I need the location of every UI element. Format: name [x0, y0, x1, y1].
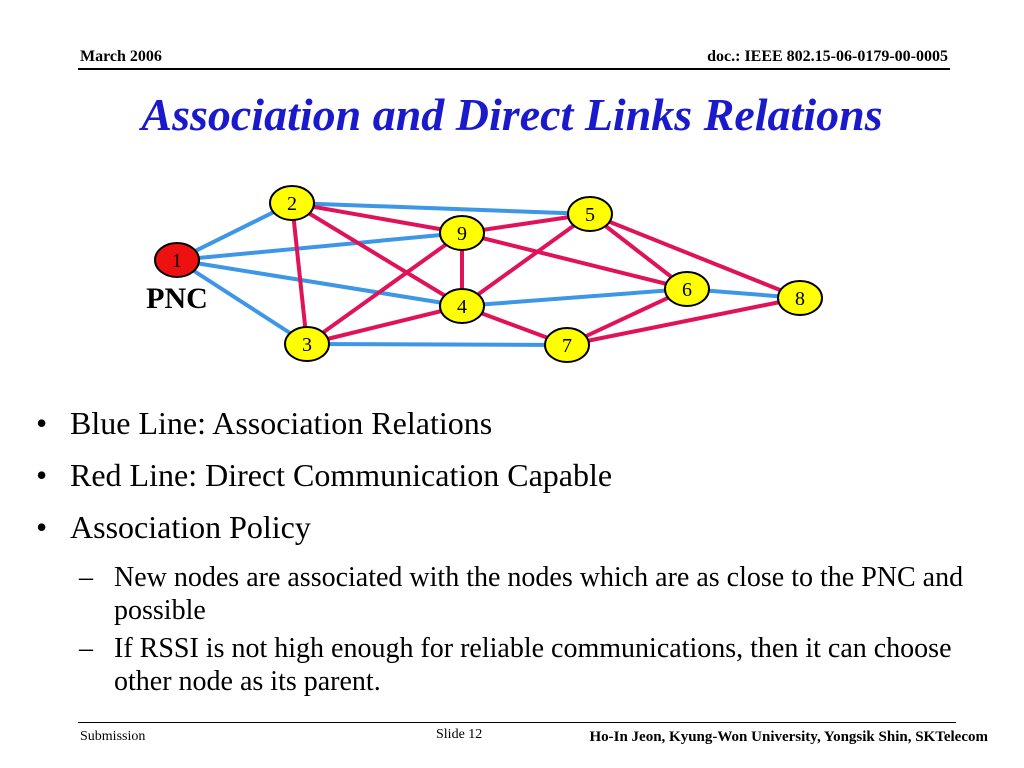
node-circle: [154, 242, 200, 278]
sub-bullet-text: New nodes are associated with the nodes …: [114, 562, 964, 626]
direct-link-2-3: [290, 202, 309, 345]
direct-link-5-8: [589, 212, 801, 300]
node-8: 8: [777, 280, 823, 316]
node-circle: [567, 196, 613, 232]
bullet-marker: •: [36, 405, 48, 441]
node-circle: [269, 185, 315, 221]
sub-bullet-marker: –: [79, 562, 93, 593]
header-rule: [78, 68, 950, 70]
node-label: 5: [585, 204, 595, 226]
node-3: 3: [284, 326, 330, 362]
bullet-text: Blue Line: Association Relations: [70, 405, 493, 441]
node-label: 1: [172, 250, 182, 272]
node-label: 6: [682, 279, 692, 301]
node-circle: [439, 288, 485, 324]
node-label: 3: [302, 334, 312, 356]
node-4: 4: [439, 288, 485, 324]
footer-rule: [78, 722, 956, 723]
sub-bullet-marker: –: [79, 633, 93, 664]
association-link-3-7: [306, 342, 568, 347]
bullet-marker: •: [36, 509, 48, 545]
association-link-2-5: [291, 201, 591, 216]
node-circle: [544, 327, 590, 363]
footer-submission: Submission: [80, 729, 146, 744]
node-9: 9: [439, 215, 485, 251]
bullet-text: Red Line: Direct Communication Capable: [70, 457, 613, 493]
association-link-4-6: [461, 287, 688, 308]
direct-link-5-4: [460, 212, 592, 308]
header-doc-id: doc.: IEEE 802.15-06-0179-00-0005: [707, 48, 948, 65]
header-date: March 2006: [80, 48, 162, 65]
sub-bullet-item: – New nodes are associated with the node…: [36, 561, 996, 627]
direct-link-2-9: [291, 201, 463, 235]
direct-link-2-4: [290, 201, 464, 308]
node-label: 8: [795, 288, 805, 310]
node-circle: [664, 271, 710, 307]
network-diagram: 1 2 3 4 5 6 7 8 9 PNC: [146, 185, 823, 363]
direct-links: [290, 201, 801, 347]
direct-link-7-8: [566, 296, 801, 347]
node-2: 2: [269, 185, 315, 221]
footer-authors: Ho-In Jeon, Kyung-Won University, Yongsi…: [589, 729, 988, 745]
bullet-item: • Red Line: Direct Communication Capable: [36, 457, 996, 509]
node-circle: [439, 215, 485, 251]
slide-title: Association and Direct Links Relations: [141, 89, 883, 140]
bullet-item: • Blue Line: Association Relations: [36, 405, 996, 457]
sub-bullet-text: If RSSI is not high enough for reliable …: [114, 633, 952, 697]
association-link-1-4: [176, 258, 463, 308]
bullet-text: Association Policy: [70, 509, 311, 545]
association-link-1-9: [176, 231, 463, 262]
direct-link-3-4: [306, 304, 463, 346]
node-label: 7: [562, 335, 572, 357]
node-1: 1: [154, 242, 200, 278]
footer-slide-number: Slide 12: [436, 727, 483, 742]
sub-bullet-item: – If RSSI is not high enough for reliabl…: [36, 632, 996, 698]
bullet-list: • Blue Line: Association Relations • Red…: [36, 405, 996, 703]
node-7: 7: [544, 327, 590, 363]
nodes: 1 2 3 4 5 6 7 8 9: [154, 185, 823, 363]
direct-link-9-3: [305, 231, 464, 346]
bullet-marker: •: [36, 457, 48, 493]
direct-link-7-6: [566, 287, 688, 347]
direct-link-9-6: [461, 231, 688, 291]
association-link-1-3: [175, 258, 309, 346]
node-label: 2: [287, 193, 297, 215]
node-label: 4: [457, 296, 467, 318]
association-links: [175, 201, 801, 347]
node-5: 5: [567, 196, 613, 232]
bullet-item: • Association Policy: [36, 509, 996, 561]
node-circle: [777, 280, 823, 316]
node-label: 9: [457, 223, 467, 245]
node-circle: [284, 326, 330, 362]
node-6: 6: [664, 271, 710, 307]
pnc-label: PNC: [146, 282, 208, 315]
